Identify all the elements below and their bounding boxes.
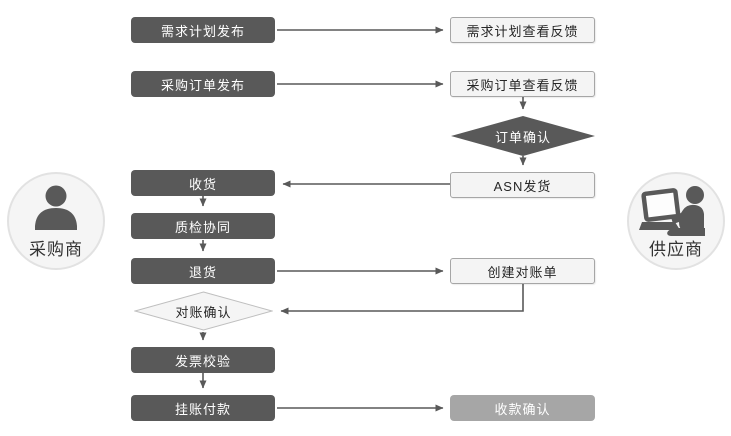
node-return-goods: 退货: [131, 258, 275, 284]
node-book-payment: 挂账付款: [131, 395, 275, 421]
recon-confirm-label: 对账确认: [175, 304, 232, 320]
node-po-view: 采购订单查看反馈: [450, 71, 595, 97]
supplier-actor: 供应商: [627, 172, 725, 270]
node-create-statement: 创建对账单: [450, 258, 595, 284]
buyer-actor: 采购商: [7, 172, 105, 270]
order-confirm-label: 订单确认: [494, 129, 551, 145]
node-demand-plan-publish: 需求计划发布: [131, 17, 275, 43]
recon-confirm-diamond: [134, 291, 273, 331]
node-receipt-confirm: 收款确认: [450, 395, 595, 421]
person-icon: [35, 185, 77, 230]
connector-statement-to-recon: [280, 284, 524, 315]
node-quality-collab: 质检协同: [131, 213, 275, 239]
supplier-label: 供应商: [649, 240, 703, 259]
node-demand-plan-view: 需求计划查看反馈: [450, 17, 595, 43]
buyer-label: 采购商: [29, 240, 83, 259]
person-laptop-icon: [639, 186, 705, 236]
node-asn-ship: ASN发货: [450, 172, 595, 198]
node-receive-goods: 收货: [131, 170, 275, 196]
node-po-publish: 采购订单发布: [131, 71, 275, 97]
node-invoice-check: 发票校验: [131, 347, 275, 373]
order-confirm-diamond: [451, 116, 595, 156]
